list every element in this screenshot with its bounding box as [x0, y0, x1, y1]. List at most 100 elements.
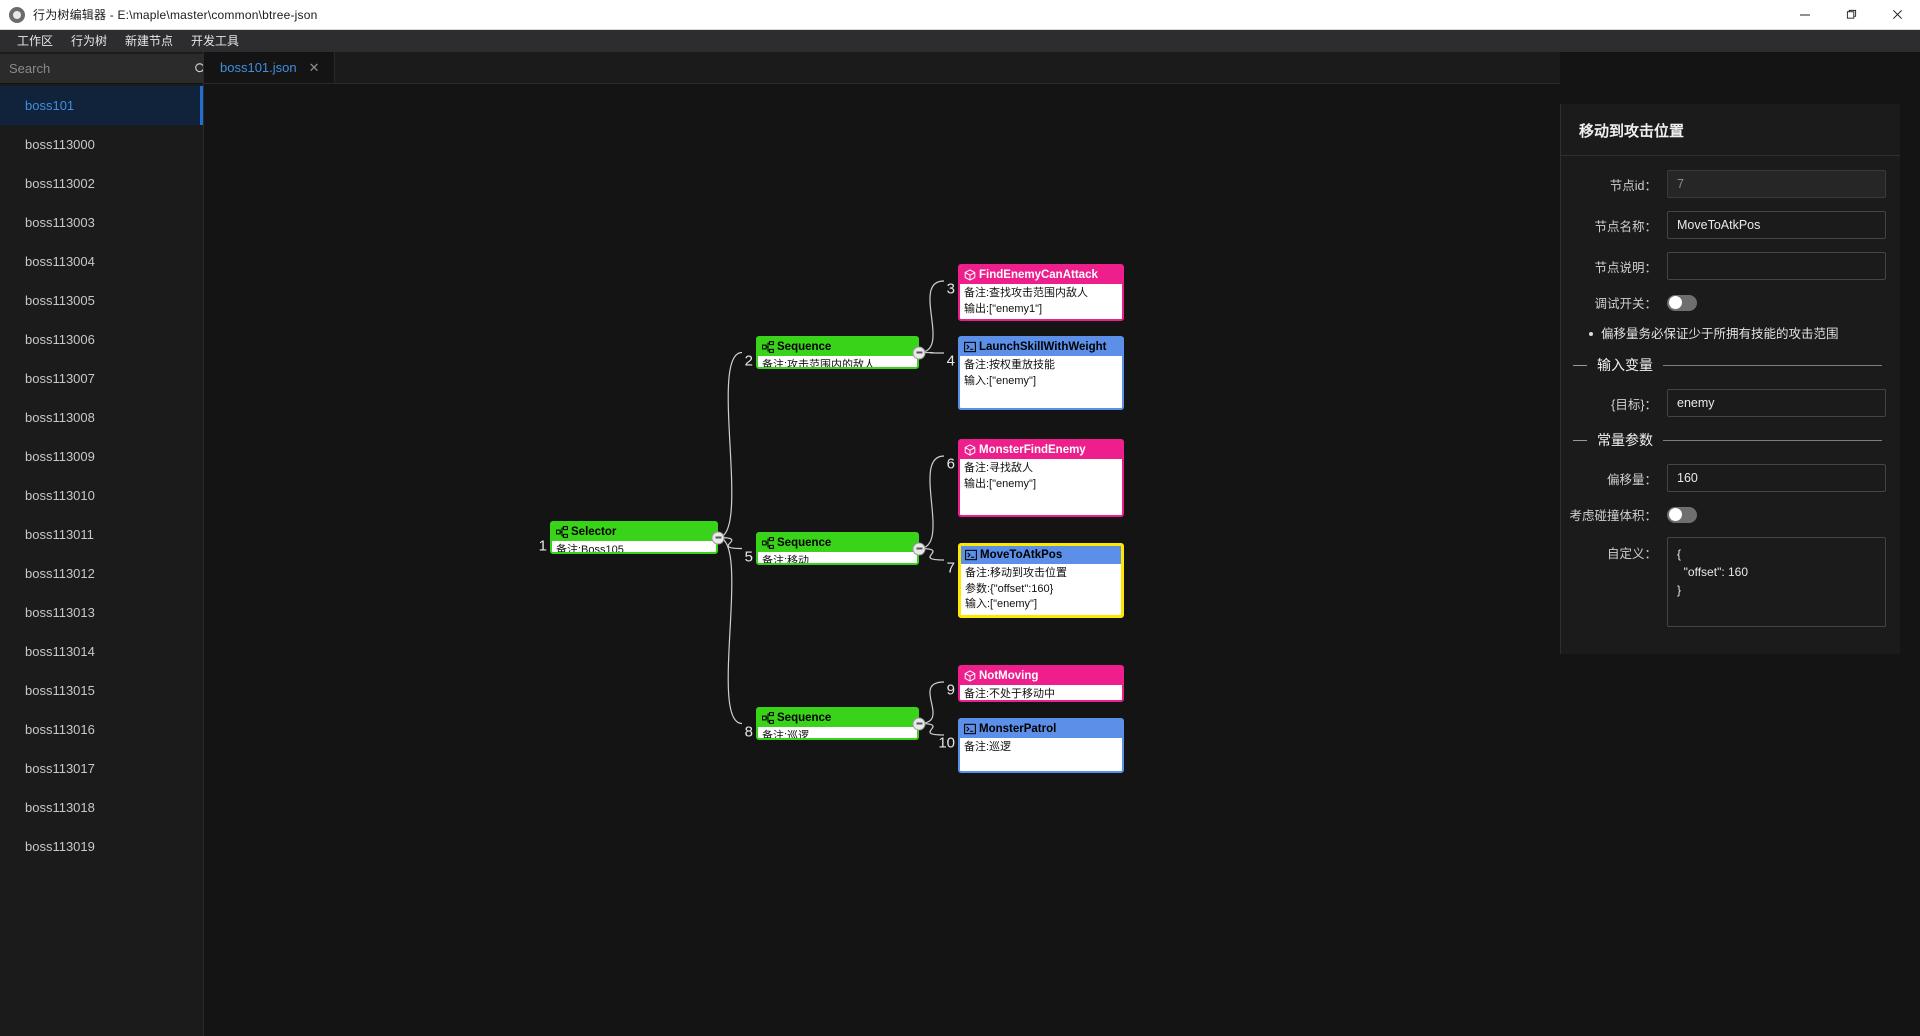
node-body: 备注:按权重放技能输入:["enemy"] [960, 356, 1122, 392]
node-header: MonsterPatrol [960, 720, 1122, 738]
sidebar-item-boss113013[interactable]: boss113013 [0, 593, 203, 632]
node-line: 备注:移动 [762, 555, 810, 565]
menu-item-dev-tools[interactable]: 开发工具 [191, 34, 240, 48]
target-input[interactable] [1667, 389, 1886, 417]
sidebar-item-label: boss113010 [25, 488, 95, 503]
maximize-button[interactable] [1828, 0, 1874, 30]
sidebar-item-label: boss113019 [25, 839, 95, 854]
close-button[interactable] [1874, 0, 1920, 30]
debug-toggle[interactable] [1667, 294, 1697, 311]
cube-icon [964, 444, 976, 456]
node-title: Selector [571, 526, 617, 538]
connector-1-8 [717, 536, 743, 725]
collapse-dash-icon[interactable] [1573, 364, 1587, 366]
sidebar-item-boss113012[interactable]: boss113012 [0, 554, 203, 593]
sidebar-item-boss113008[interactable]: boss113008 [0, 398, 203, 437]
node-line: 输入:["enemy"] [965, 598, 1037, 610]
node-line: 备注:按权重放技能 [964, 359, 1056, 371]
custom-label: 自定义： [1606, 547, 1657, 561]
node-collapse-port[interactable] [711, 531, 725, 544]
node-name-input[interactable] [1667, 211, 1886, 239]
sidebar-item-label: boss113000 [25, 137, 95, 152]
field-node-id: 节点id： [1567, 170, 1886, 198]
sidebar-item-label: boss113006 [25, 332, 95, 347]
properties-title: 移动到攻击位置 [1561, 104, 1900, 156]
field-node-name: 节点名称： [1567, 211, 1886, 239]
node-header: LaunchSkillWithWeight [960, 338, 1122, 356]
collision-toggle[interactable] [1667, 506, 1697, 523]
tab-boss101-json[interactable]: boss101.json ✕ [204, 52, 335, 83]
custom-json-textarea[interactable] [1667, 537, 1886, 627]
hierarchy-icon [762, 537, 774, 549]
cube-icon [964, 670, 976, 682]
search-button[interactable] [194, 54, 203, 84]
sidebar-item-boss113004[interactable]: boss113004 [0, 242, 203, 281]
minimize-button[interactable] [1782, 0, 1828, 30]
node-title: NotMoving [979, 670, 1039, 682]
sidebar-item-boss113009[interactable]: boss113009 [0, 437, 203, 476]
section-rule [1663, 364, 1882, 366]
tab-close-icon[interactable]: ✕ [308, 60, 320, 75]
terminal-icon [964, 723, 976, 735]
close-icon [1892, 10, 1902, 19]
tree-node-NotMoving[interactable]: NotMoving 备注:不处于移动中 [958, 665, 1124, 702]
field-node-desc: 节点说明： [1567, 252, 1886, 280]
node-header: Selector [552, 523, 716, 541]
node-index-8: 8 [744, 723, 753, 740]
node-collapse-port[interactable] [912, 542, 926, 555]
sidebar-item-boss113011[interactable]: boss113011 [0, 515, 203, 554]
sidebar-item-label: boss101 [25, 98, 75, 113]
sidebar-item-boss113002[interactable]: boss113002 [0, 164, 203, 203]
collapse-dash-icon[interactable] [1573, 439, 1587, 441]
sidebar-item-boss113015[interactable]: boss113015 [0, 671, 203, 710]
node-title: MonsterPatrol [979, 723, 1057, 735]
search-input[interactable] [0, 61, 194, 76]
sidebar-item-boss113014[interactable]: boss113014 [0, 632, 203, 671]
sidebar-item-boss113019[interactable]: boss113019 [0, 827, 203, 866]
sidebar-item-boss113003[interactable]: boss113003 [0, 203, 203, 242]
properties-panel: 移动到攻击位置 节点id： 节点名称： 节点说明： 调试开关： 偏移量务必保证少… [1560, 104, 1900, 654]
sidebar-item-boss113005[interactable]: boss113005 [0, 281, 203, 320]
menu-item-behavior-tree[interactable]: 行为树 [71, 34, 108, 48]
offset-input[interactable] [1667, 464, 1886, 492]
tab-label: boss101.json [220, 60, 297, 75]
sidebar-item-boss101[interactable]: boss101 [0, 86, 203, 125]
sidebar-item-label: boss113009 [25, 449, 95, 464]
node-desc-label: 节点说明： [1594, 260, 1657, 275]
sidebar-item-label: boss113013 [25, 605, 95, 620]
field-collision-toggle: 考虑碰撞体积： [1567, 505, 1886, 524]
node-collapse-port[interactable] [912, 346, 926, 359]
menu-item-new-node[interactable]: 新建节点 [125, 34, 174, 48]
section-const-params: 常量参数 [1573, 430, 1886, 450]
sidebar-item-boss113018[interactable]: boss113018 [0, 788, 203, 827]
field-offset: 偏移量： [1567, 464, 1886, 492]
node-body: 备注:不处于移动中 [960, 685, 1122, 700]
sidebar-item-boss113000[interactable]: boss113000 [0, 125, 203, 164]
node-desc-input[interactable] [1667, 252, 1886, 280]
app-logo-icon [9, 6, 25, 23]
sidebar-item-boss113010[interactable]: boss113010 [0, 476, 203, 515]
properties-body: 节点id： 节点名称： 节点说明： 调试开关： 偏移量务必保证少于所拥有技能的攻… [1561, 156, 1900, 654]
search-icon [195, 62, 203, 72]
sidebar-item-label: boss113016 [25, 722, 95, 737]
sidebar-item-boss113017[interactable]: boss113017 [0, 749, 203, 788]
section-label-const: 常量参数 [1597, 432, 1653, 448]
sidebar-item-boss113016[interactable]: boss113016 [0, 710, 203, 749]
sidebar-item-boss113006[interactable]: boss113006 [0, 320, 203, 359]
node-collapse-port[interactable] [912, 717, 926, 730]
node-title: FindEnemyCanAttack [979, 269, 1098, 281]
sidebar-item-boss113007[interactable]: boss113007 [0, 359, 203, 398]
node-header: MonsterFindEnemy [960, 441, 1122, 459]
menu-item-workspace[interactable]: 工作区 [17, 34, 54, 48]
